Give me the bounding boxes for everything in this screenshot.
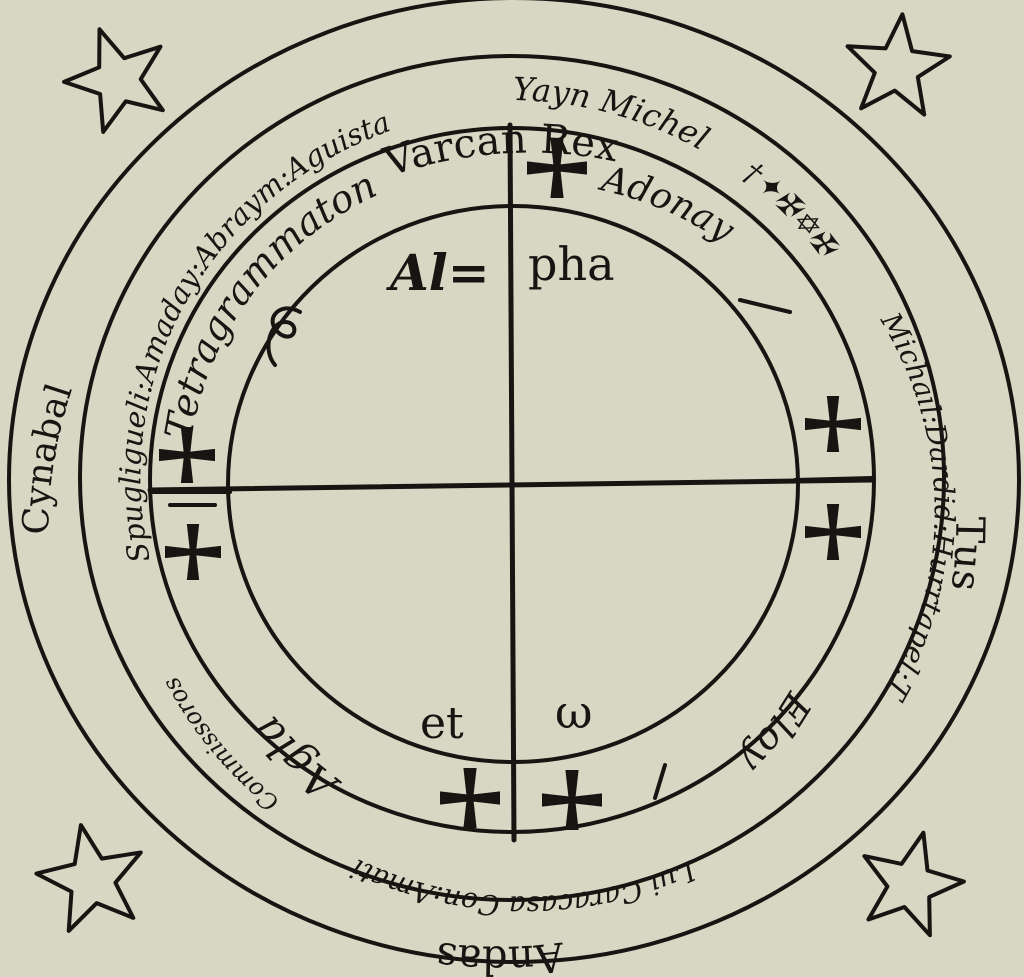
outer-ring <box>7 0 1021 964</box>
outer-word-right: Tus <box>942 516 993 593</box>
cross-top-icon <box>527 138 587 198</box>
star-bottom-right-icon <box>862 830 966 938</box>
ring-divider-upper-right <box>738 298 792 314</box>
center-word-omega: ω <box>555 685 593 739</box>
center-word-et: et <box>420 698 464 749</box>
middle-text-top-right-glyphs: †✦✠✡✠ <box>736 155 846 266</box>
stars-group <box>34 12 966 938</box>
inner-text-eloy: Eloy <box>732 684 820 781</box>
ring-divider-right <box>793 476 874 482</box>
second-ring <box>78 54 946 902</box>
cross-bottom-right-icon <box>542 770 602 830</box>
middle-text-right: Michail:Dardid:Hurrtapel:T <box>874 306 961 707</box>
center-word-al: Al= <box>386 243 490 302</box>
crosses-group <box>159 138 861 830</box>
flourish-decoration <box>266 306 302 367</box>
outer-word-left: Cynabal <box>16 379 81 535</box>
ring-divider-lower-right <box>653 763 667 800</box>
star-top-left-icon <box>62 27 165 134</box>
center-word-pha: pha <box>528 237 615 291</box>
cross-bottom-left-icon <box>440 768 500 828</box>
cross-left-lower-icon <box>165 524 221 580</box>
cross-right-lower-icon <box>805 504 861 560</box>
cross-left-upper-icon <box>159 427 215 483</box>
horizontal-divider <box>147 477 875 493</box>
star-bottom-left-icon <box>34 823 143 933</box>
star-top-right-icon <box>845 12 952 117</box>
inner-text-adonay: Adonay <box>595 158 742 251</box>
cross-right-upper-icon <box>805 396 861 452</box>
outer-word-bottom: Andas <box>434 932 567 977</box>
